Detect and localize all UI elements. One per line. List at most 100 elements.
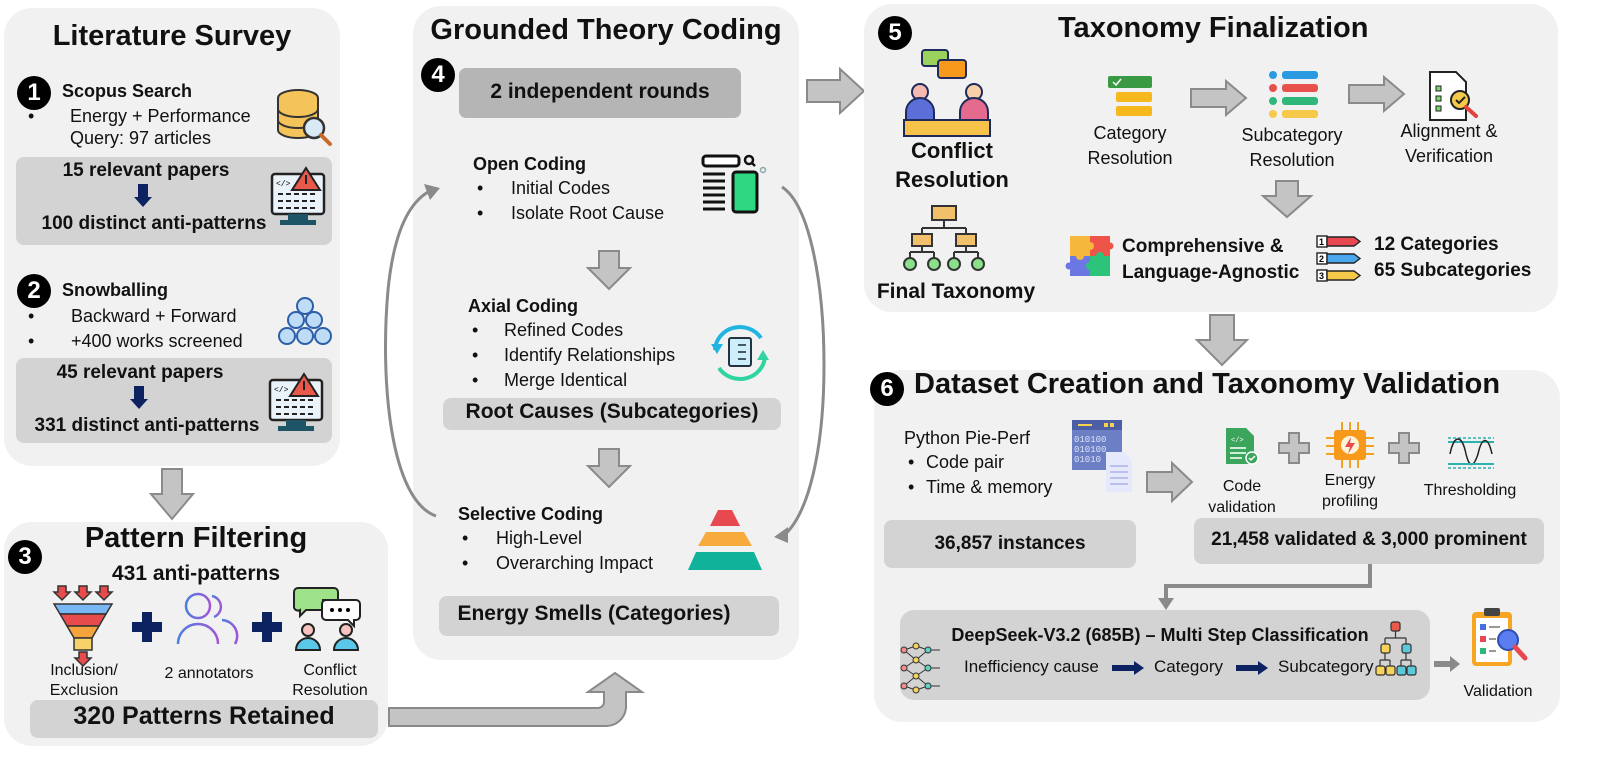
bullet: Initial Codes: [463, 176, 664, 201]
bullet: Identify Relationships: [458, 343, 675, 368]
conflict-label: Conflict: [911, 138, 993, 163]
instances-count: 36,857 instances: [934, 533, 1086, 554]
energy-chip-icon: [1326, 422, 1374, 468]
bullet: Backward + Forward: [14, 304, 243, 329]
pie-perf-source: Python Pie-Perf: [904, 428, 1031, 448]
label-line: profiling: [1321, 493, 1379, 510]
classification-title: DeepSeek-V3.2 (685B) – Multi Step Classi…: [951, 625, 1369, 645]
svg-text:</>: </>: [276, 180, 291, 189]
conflict-resolution-label: Conflict: [303, 662, 357, 679]
energy-smells-label: Energy Smells (Categories): [457, 602, 731, 625]
svg-text:01010: 01010: [1074, 455, 1101, 465]
step-3-badge: 3: [8, 540, 42, 574]
down-arrow-icon: [134, 386, 144, 400]
taxonomy-finalization-panel: 5 Taxonomy Finalization Conflict Resolut…: [864, 4, 1558, 312]
svg-text:010100: 010100: [1074, 445, 1106, 455]
svg-text:</>: </>: [274, 386, 289, 395]
conflict-resolution-label: Resolution: [292, 682, 368, 699]
feedback-loop-arrow-left: [384, 184, 440, 518]
flow-arrow-down: [148, 468, 196, 521]
inclusion-exclusion-label: Inclusion/: [50, 662, 118, 679]
root-causes-label: Root Causes (Subcategories): [465, 400, 759, 423]
root-causes-box: [443, 398, 781, 430]
patterns-retained-box: [30, 700, 378, 738]
flow-arrow-down: [1260, 180, 1314, 219]
refresh-document-icon: [711, 325, 769, 381]
bullet: Time & memory: [894, 475, 1052, 500]
bullet: Isolate Root Cause: [463, 201, 664, 226]
hierarchy-tree-icon: [903, 205, 985, 271]
validation-clipboard-icon: [1472, 608, 1528, 666]
flow-arrow-down: [1194, 314, 1250, 367]
flow-arrow-bent-up: [388, 671, 646, 728]
code-validation-icon: </>: [1226, 428, 1259, 465]
flow-arrow-down: [585, 250, 633, 291]
svg-text:010100: 010100: [1074, 435, 1106, 445]
plus-icon-vertical: [142, 612, 152, 642]
alignment-verification-label: Alignment & Verification: [1384, 119, 1514, 169]
anti-patterns-count: 100 distinct anti-patterns: [41, 213, 267, 234]
tag-number: 1: [1319, 237, 1324, 247]
label-line: Code: [1222, 478, 1262, 495]
code-warning-icon: </>: [268, 372, 324, 431]
down-arrow-icon: [138, 184, 148, 198]
bullet: Overarching Impact: [448, 551, 653, 576]
instances-box: [884, 520, 1136, 568]
inefficiency-cause-label: Inefficiency cause: [964, 657, 1099, 676]
dataset-creation-panel: 6 Dataset Creation and Taxonomy Validati…: [870, 368, 1560, 722]
label-line: Language-Agnostic: [1122, 262, 1300, 283]
neural-network-icon: [900, 642, 940, 694]
relevant-papers-count: 45 relevant papers: [56, 362, 224, 383]
independent-rounds-label: 2 independent rounds: [490, 80, 710, 103]
label-line: Alignment &: [1400, 121, 1498, 141]
document-search-icon: [701, 154, 767, 214]
bullet: High-Level: [448, 526, 653, 551]
energy-smells-box: [439, 596, 779, 636]
bullet: +400 works screened: [14, 329, 243, 354]
svg-text:</>: </>: [1231, 437, 1244, 445]
flow-connector-arrow: [1158, 564, 1372, 610]
discussion-people-icon: [903, 49, 991, 137]
comprehensive-label: Comprehensive & Language-Agnostic: [1122, 234, 1299, 286]
selective-coding-heading: Selective Coding: [458, 504, 604, 524]
bullet-text: Query: 97 articles: [70, 128, 212, 148]
validation-label: Validation: [1463, 683, 1533, 700]
tag-number: 3: [1319, 271, 1324, 281]
literature-survey-title: Literature Survey: [52, 20, 292, 52]
plus-icon: [1388, 432, 1420, 464]
tag-number: 2: [1319, 254, 1324, 264]
inclusion-exclusion-label: Exclusion: [49, 682, 119, 699]
code-warning-icon: </>: [270, 166, 326, 225]
bullet: Energy + Performance: [14, 104, 251, 129]
binary-file-icon: 010100 010100 01010: [1072, 420, 1132, 492]
ranked-tags-icon: 1 2 3: [1316, 235, 1362, 282]
navy-arrow-icon: [1112, 661, 1144, 675]
label-line: Subcategory: [1241, 125, 1343, 145]
label-line: validation: [1208, 499, 1276, 516]
flow-arrow-right: [806, 66, 866, 116]
subcategory-step-label: Subcategory: [1278, 657, 1374, 676]
validated-box: [1194, 518, 1544, 564]
label-line: Energy: [1324, 472, 1376, 489]
threshold-wave-icon: [1448, 437, 1494, 469]
pattern-filtering-panel: 3 Pattern Filtering 431 anti-patterns In…: [4, 522, 388, 746]
scopus-search-heading: Scopus Search: [62, 81, 193, 101]
discussion-icon: [292, 587, 361, 651]
annotators-label: 2 annotators: [164, 665, 254, 682]
step-5-badge: 5: [878, 16, 912, 50]
flow-arrow-right: [1434, 656, 1460, 672]
plus-icon: [1278, 432, 1310, 464]
label-line: Verification: [1404, 146, 1494, 166]
classification-box: [900, 610, 1430, 700]
category-step-label: Category: [1154, 657, 1223, 676]
flow-arrow-right: [1146, 460, 1194, 504]
validated-count: 21,458 validated & 3,000 prominent: [1211, 529, 1527, 550]
code-validation-label: Code validation: [1192, 476, 1292, 518]
final-taxonomy-label: Final Taxonomy: [876, 280, 1036, 303]
snowballing-heading: Snowballing: [62, 280, 168, 300]
conflict-resolution-title: Conflict Resolution: [872, 136, 1032, 194]
patterns-retained-count: 320 Patterns Retained: [73, 702, 335, 730]
puzzle-icon: [1065, 236, 1114, 276]
verification-document-icon: [1429, 71, 1478, 121]
energy-profiling-label: Energy profiling: [1300, 470, 1400, 512]
